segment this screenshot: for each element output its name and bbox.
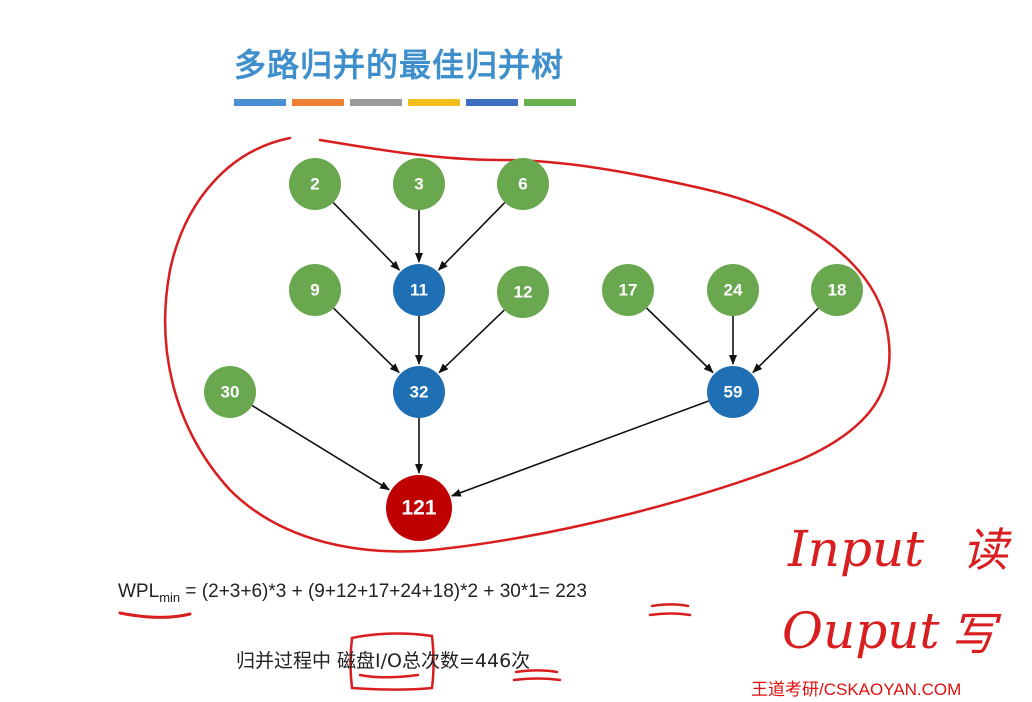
node-11: 11 (393, 264, 445, 316)
input-annotation-word: Input (787, 520, 925, 578)
io-prefix: 归并过程中 (236, 650, 332, 672)
node-circle-6 (497, 158, 549, 210)
node-circle-24 (707, 264, 759, 316)
node-label-32: 32 (410, 383, 429, 402)
node-label-121: 121 (401, 497, 436, 520)
title-color-bars (234, 99, 579, 106)
title-bar-1 (234, 99, 286, 106)
node-24: 24 (707, 264, 759, 316)
edges-layer (251, 201, 819, 497)
edge-n6-n11 (437, 201, 506, 271)
input-annotation-char: 读 (962, 523, 1012, 577)
node-2: 2 (289, 158, 341, 210)
node-18: 18 (811, 264, 863, 316)
wpl-result: 223 (555, 581, 587, 602)
wpl-underline (118, 611, 192, 619)
wpl-expression: = (2+3+6)*3 + (9+12+17+24+18)*2 + 30*1= (180, 581, 556, 602)
slide-title: 多路归并的最佳归并树 (234, 46, 565, 84)
disk-io-box (349, 632, 435, 691)
node-17: 17 (602, 264, 654, 316)
title-bar-2 (292, 99, 344, 106)
node-label-59: 59 (724, 383, 743, 402)
edge-n59-n121 (450, 400, 709, 497)
node-label-18: 18 (828, 281, 847, 300)
node-label-2: 2 (310, 175, 319, 194)
edge-n9-n32 (333, 307, 400, 374)
node-circle-11 (393, 264, 445, 316)
result-underline-2 (648, 612, 692, 617)
disk-underline (358, 673, 420, 679)
node-circle-121 (386, 475, 452, 541)
title-bar-3 (350, 99, 402, 106)
node-label-24: 24 (724, 281, 743, 300)
node-9: 9 (289, 264, 341, 316)
node-label-3: 3 (414, 175, 423, 194)
node-label-30: 30 (221, 383, 240, 402)
node-label-17: 17 (619, 281, 638, 300)
io-value: 446 (474, 650, 512, 672)
io-suffix: 次 (511, 650, 531, 672)
edge-n30-n121 (251, 404, 391, 491)
edge-n17-n59 (646, 307, 714, 374)
output-annotation-word: Ouput (782, 602, 940, 660)
node-6: 6 (497, 158, 549, 210)
node-circle-59 (707, 366, 759, 418)
node-label-11: 11 (410, 281, 428, 300)
edge-n12-n32 (438, 309, 505, 374)
node-circle-17 (602, 264, 654, 316)
title-bar-4 (408, 99, 460, 106)
wpl-subscript: min (159, 589, 181, 605)
disk-io-summary: 归并过程中磁盘I/O总次数=446次 (236, 646, 530, 673)
nodes-layer: 2 3 6 9 11 12 17 24 18 30 32 59 121 (204, 158, 863, 541)
node-circle-2 (289, 158, 341, 210)
io-middle: 总次数= (401, 650, 475, 672)
node-label-6: 6 (518, 175, 527, 194)
wpl-label: WPL (118, 581, 160, 602)
io-highlight: 磁盘I/O (337, 650, 402, 672)
node-label-12: 12 (514, 283, 533, 302)
node-label-9: 9 (310, 281, 319, 300)
count-underline-1 (514, 669, 559, 674)
output-annotation-char: 写 (950, 607, 1002, 661)
edge-n2-n11 (332, 201, 401, 271)
count-underline-2 (512, 677, 562, 682)
node-circle-30 (204, 366, 256, 418)
title-bar-6 (524, 99, 576, 106)
node-circle-18 (811, 264, 863, 316)
node-32: 32 (393, 366, 445, 418)
node-circle-12 (497, 266, 549, 318)
edge-n18-n59 (752, 307, 819, 374)
node-59: 59 (707, 366, 759, 418)
result-underline-1 (650, 603, 690, 608)
wpl-formula: WPLmin = (2+3+6)*3 + (9+12+17+24+18)*2 +… (118, 581, 587, 605)
node-3: 3 (393, 158, 445, 210)
watermark: 王道考研/CSKAOYAN.COM (751, 680, 962, 699)
node-circle-9 (289, 264, 341, 316)
node-30: 30 (204, 366, 256, 418)
node-circle-3 (393, 158, 445, 210)
node-circle-32 (393, 366, 445, 418)
node-12: 12 (497, 266, 549, 318)
node-121: 121 (386, 475, 452, 541)
red-outline-loop (164, 136, 891, 553)
title-bar-5 (466, 99, 518, 106)
